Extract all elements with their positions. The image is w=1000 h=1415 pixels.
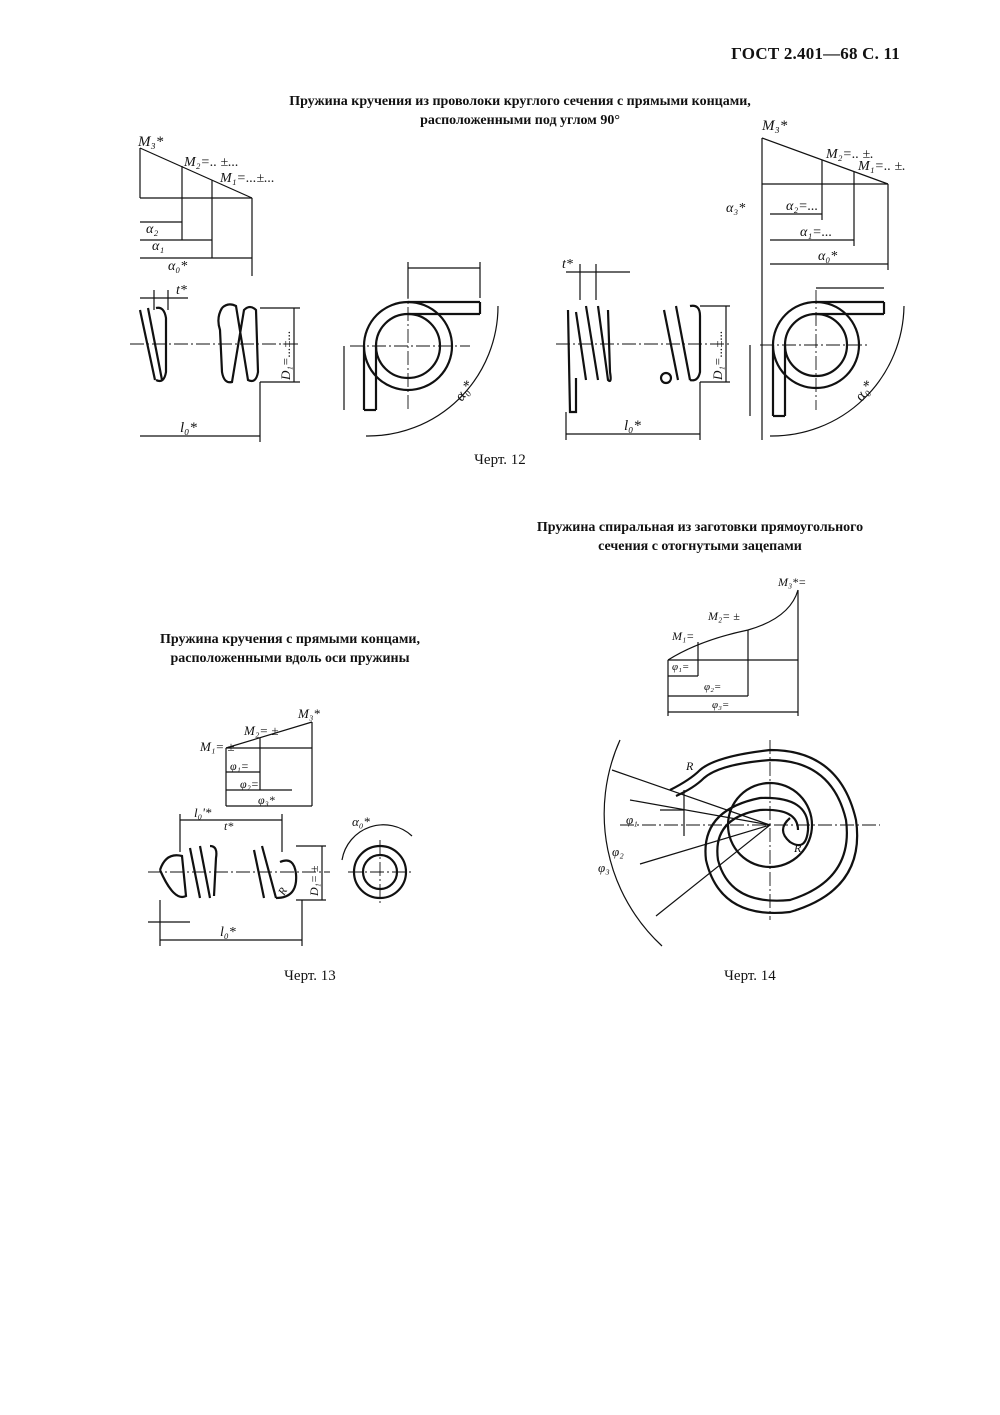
fig12-left-spring-end: α₀* [343,262,499,437]
fig14-p3-label: φ₃ [598,860,610,875]
fig14-p2-label: φ₂ [612,844,624,859]
fig13-phi1-label: φ₁= [230,759,249,773]
fig14-torque-diagram: M₃*= M₂= ± M₁= φ₁= φ₂= φ₃= [667,575,806,716]
fig13-a0-label: α₀* [352,814,370,829]
fig14-title-line2: сечения с отогнутыми зацепами [598,539,802,554]
fig12-m1-label: M₁=...±... [219,171,275,186]
fig14-m2-label: M₂= ± [707,609,740,623]
fig14-title-line1: Пружина спиральная из заготовки прямоуго… [536,520,864,535]
fig13-title-line2: расположенными вдоль оси пружины [170,651,410,666]
fig12-a0-label: α₀* [168,259,187,274]
fig12-r-a3-label: α₃* [726,201,745,216]
fig14-m3-label: M₃*= [777,575,806,589]
fig13-m3-label: M₃* [297,706,320,721]
fig13-l0-label: l₀* [220,925,236,940]
fig13-d1-label: D₁= ± [307,865,321,897]
fig14-spiral-spring: R R φ₁ φ₂ φ₃ [598,739,880,947]
fig12-r-a0-label: α₀* [818,249,837,264]
fig14-phi1-label: φ₁= [672,661,689,673]
fig13-caption: Черт. 13 [284,968,336,984]
fig14-phi2-label: φ₂= [704,681,721,693]
fig12-a2-label: α₂ [146,222,158,237]
fig12-left-spring-side: t* D₁=...±... l₀* [130,283,300,442]
fig13-m1-label: M₁= ± [199,739,235,754]
page-header: ГОСТ 2.401—68 С. 11 [731,44,900,63]
fig14-p1-label: φ₁ [626,812,638,827]
fig12-a1-label: α₁ [152,239,164,254]
fig12-left-torque-diagram: M₃* M₂=.. ±... M₁=...±... α₂ α₁ α₀* [137,134,275,276]
fig12-caption: Черт. 12 [474,452,526,468]
fig12-title: Пружина кручения из проволоки круглого с… [220,92,820,130]
fig12-r-m3-label: M₃* [761,118,788,134]
fig12-r-d1-label: D₁=...±... [710,331,725,381]
fig12-r-m1-label: M₁=.. ±. [857,159,906,174]
fig14-phi3-label: φ₃= [712,699,729,711]
fig13-t-label: t* [224,819,233,833]
fig13-title-line1: Пружина кручения с прямыми концами, [160,632,420,647]
fig12-right-spring-side: t* D₁=...±... l₀* [556,257,730,440]
fig14-title: Пружина спиральная из заготовки прямоуго… [480,518,920,556]
fig12-title-line2: расположенными под углом 90° [420,113,620,128]
fig13-phi3-label: φ₃* [258,793,275,807]
fig13-title: Пружина кручения с прямыми концами, расп… [120,630,460,668]
fig12-r-a2-label: α₂=... [786,199,818,214]
fig12-r-t-label: t* [562,257,573,272]
fig12-m3-label: M₃* [137,134,164,150]
fig13-l0p-label: l₀'* [194,805,212,820]
fig12-r-m2-label: M₂=.. ±. [825,147,874,162]
fig12-m2-label: M₂=.. ±... [183,155,239,170]
fig14-m1-label: M₁= [671,629,694,643]
fig13-spring: l₀'* t* D₁= ± R l₀* α₀* [148,805,414,946]
fig13-torque-diagram: M₃* M₂= ± M₁= ± φ₁= φ₂= φ₃* [199,706,320,807]
fig12-r-l0-label: l₀* [624,418,641,434]
fig13-m2-label: M₂= ± [243,723,279,738]
fig14-r1-label: R [685,759,694,773]
fig14-r2-label: R [793,841,802,855]
fig14-caption: Черт. 14 [724,968,776,984]
fig12-r-a1-label: α₁=... [800,225,832,240]
fig12-d1-label: D₁=...±... [278,331,293,381]
fig12-right-torque-diagram: M₃* M₂=.. ±. M₁=.. ±. α₃* α₂=... α₁=... … [726,118,906,440]
fig12-l0-label: l₀* [180,420,197,436]
fig12-title-line1: Пружина кручения из проволоки круглого с… [289,94,751,109]
fig12-t-label: t* [176,283,187,298]
fig13-phi2-label: φ₂= [240,777,259,791]
